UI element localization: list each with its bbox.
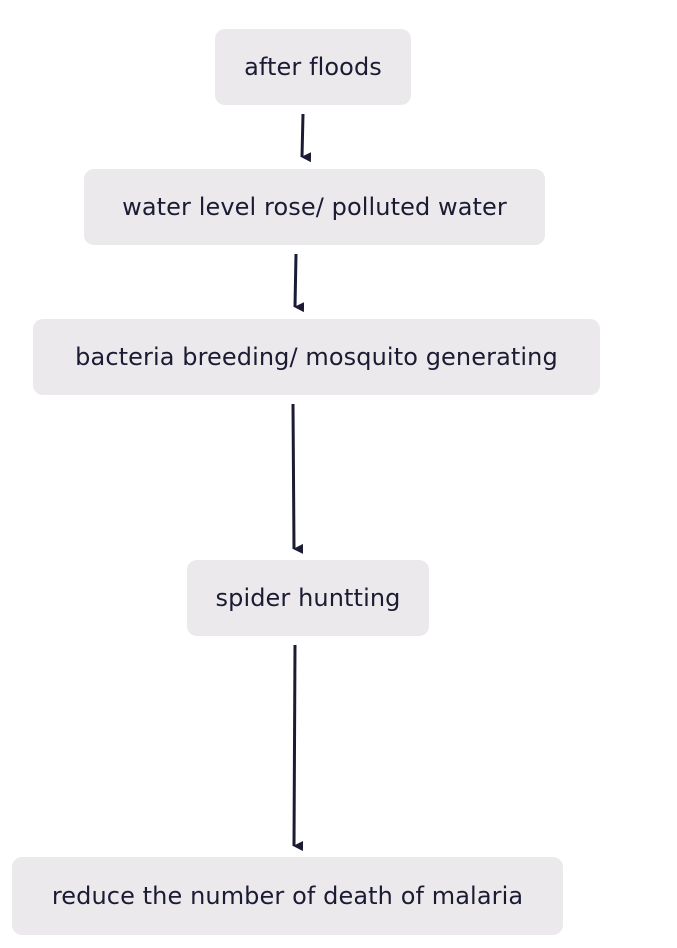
flow-node-label: after floods — [244, 53, 382, 81]
arrow-bacteria-to-spider — [291, 403, 304, 554]
flow-node-label: water level rose/ polluted water — [122, 193, 507, 221]
flow-node-label: spider huntting — [215, 584, 401, 612]
flow-node-spider-hunting: spider huntting — [187, 560, 429, 636]
flow-node-label: reduce the number of death of malaria — [51, 882, 524, 910]
arrow-floods-to-water — [300, 113, 312, 163]
flow-node-after-floods: after floods — [215, 29, 411, 105]
flow-node-label: bacteria breeding/ mosquito generating — [75, 343, 558, 371]
flow-node-bacteria-breeding: bacteria breeding/ mosquito generating — [33, 319, 600, 395]
arrow-water-to-bacteria — [293, 253, 305, 313]
flow-node-water-level-rose: water level rose/ polluted water — [84, 169, 545, 245]
flow-node-reduce-malaria-deaths: reduce the number of death of malaria — [12, 857, 563, 935]
arrow-spider-to-malaria — [292, 644, 304, 852]
